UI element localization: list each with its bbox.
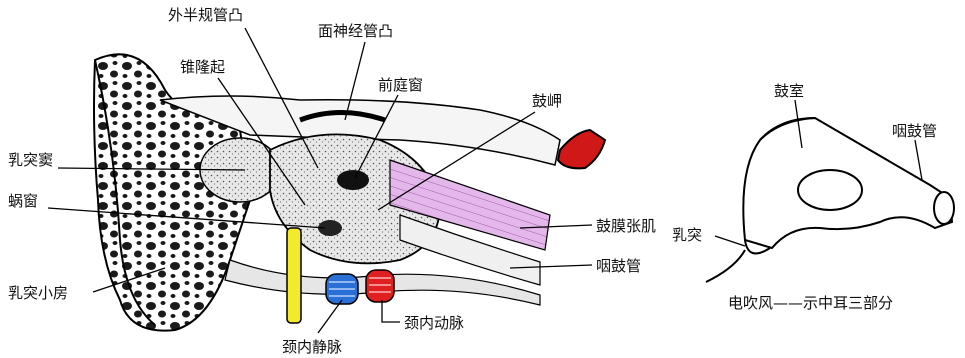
red-vessel-mark	[558, 130, 605, 168]
middle-ear-anatomy-illustration: 外半规管凸 面神经管凸 锥隆起 前庭窗 鼓岬 乳突窦 蜗窗 鼓膜张肌 咽鼓管 乳…	[8, 6, 656, 356]
dryer-inner-oval	[798, 170, 862, 210]
label-tympanic-cavity: 鼓室	[774, 82, 804, 100]
label-jugular-vein: 颈内静脉	[282, 338, 342, 356]
internal-jugular-vein	[326, 274, 358, 304]
label-round-window: 蜗窗	[8, 192, 38, 210]
label-eustachian-tube-left: 咽鼓管	[596, 257, 641, 275]
label-mastoid-right: 乳突	[672, 226, 702, 244]
leader-jugular-vein	[318, 300, 342, 333]
label-eustachian-tube-right: 咽鼓管	[892, 122, 937, 140]
label-promontory: 鼓岬	[532, 92, 562, 110]
facial-nerve-yellow	[287, 228, 301, 323]
leader-eustachian-tube-right	[915, 140, 922, 180]
label-mastoid-cells: 乳突小房	[8, 284, 68, 302]
dryer-caption: 电吹风——示中耳三部分	[728, 294, 893, 312]
dryer-cord	[706, 250, 745, 282]
label-carotid-artery: 颈内动脉	[404, 314, 464, 332]
leader-carotid-artery	[382, 300, 400, 322]
label-pyramidal: 锥隆起	[180, 58, 225, 76]
label-lateral-canal: 外半规管凸	[168, 6, 243, 24]
hair-dryer-analogy-illustration: 鼓室 咽鼓管 乳突 电吹风——示中耳三部分	[672, 82, 954, 312]
label-oval-window: 前庭窗	[378, 76, 423, 94]
dryer-nozzle	[934, 192, 954, 224]
label-tensor-tympani: 鼓膜张肌	[596, 217, 656, 235]
label-facial-canal: 面神经管凸	[318, 22, 393, 40]
internal-carotid-artery	[366, 270, 394, 302]
label-mastoid-antrum: 乳突窦	[8, 151, 53, 169]
oval-window	[337, 170, 369, 190]
leader-mastoid-right	[715, 236, 745, 246]
